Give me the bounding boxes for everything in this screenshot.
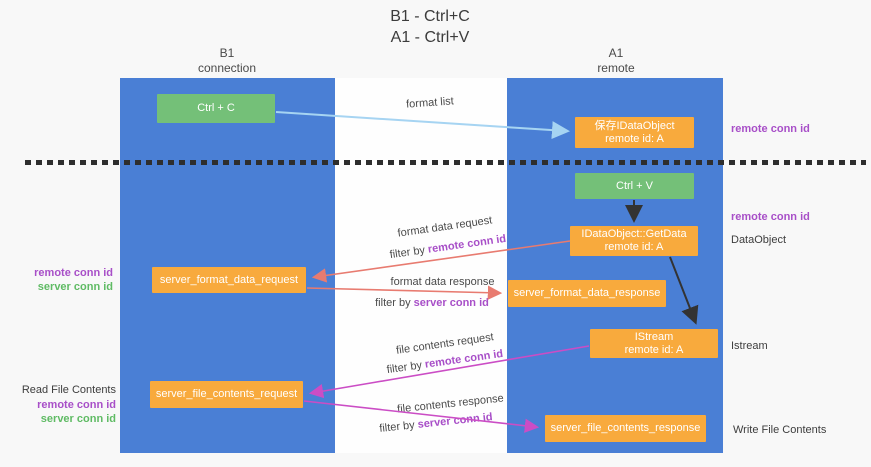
label-server-conn-id-read: server conn id <box>40 413 116 425</box>
label-remote-conn-id-left: remote conn id <box>34 267 113 279</box>
node-istream-line2: remote id: A <box>624 343 684 356</box>
node-istream-line1: IStream <box>634 330 674 343</box>
node-getdata-line2: remote id: A <box>604 241 664 253</box>
node-save-line2: remote id: A <box>605 132 664 145</box>
node-fileresp-label: server_file_contents_response <box>550 422 701 434</box>
column-b1-name: B1 <box>219 46 235 60</box>
label-remote-conn-id-top: remote conn id <box>731 123 810 135</box>
label-server-conn-id-left: server conn id <box>37 281 113 293</box>
node-ctrl-v-label: Ctrl + V <box>616 179 653 192</box>
node-save-idataobject: 保存IDataObject remote id: A <box>575 117 694 148</box>
node-idataobject-getdata: IDataObject::GetData remote id: A <box>570 226 698 256</box>
column-a1-role: remote <box>597 61 635 75</box>
node-save-line1: 保存IDataObject <box>594 119 675 132</box>
column-a1-name: A1 <box>608 46 624 60</box>
node-ctrl-c-label: Ctrl + C <box>197 102 235 114</box>
node-fmtresp-label: server_format_data_response <box>513 287 661 299</box>
arrow-label-format-response-filter: filter by server conn id <box>372 297 492 310</box>
label-remote-conn-id-mid: remote conn id <box>731 211 810 223</box>
node-server-format-data-response: server_format_data_response <box>508 280 666 307</box>
title-line-1: B1 - Ctrl+C <box>390 8 470 25</box>
node-server-format-data-request: server_format_data_request <box>152 267 306 293</box>
phase-divider-dashed-line <box>25 160 866 165</box>
node-ctrl-c: Ctrl + C <box>157 94 275 123</box>
node-getdata-line1: IDataObject::GetData <box>581 228 687 240</box>
label-remote-conn-id-read: remote conn id <box>37 399 116 411</box>
node-ctrl-v: Ctrl + V <box>575 173 694 199</box>
label-istream: Istream <box>731 340 768 352</box>
node-server-file-contents-request: server_file_contents_request <box>150 381 303 408</box>
node-server-file-contents-response: server_file_contents_response <box>545 415 706 442</box>
node-istream: IStream remote id: A <box>590 329 718 358</box>
arrow-label-format-data-response: format data response <box>390 276 495 288</box>
filter-prefix: filter by <box>375 297 411 309</box>
label-dataobject: DataObject <box>731 234 787 246</box>
title-line-2: A1 - Ctrl+V <box>390 29 470 46</box>
node-fmtreq-label: server_format_data_request <box>159 273 299 286</box>
column-header-a1: A1 remote <box>546 46 686 76</box>
label-write-file-contents: Write File Contents <box>733 424 827 436</box>
filter-prefix: filter by <box>378 419 416 435</box>
diagram-title: B1 - Ctrl+C A1 - Ctrl+V <box>330 6 530 48</box>
filter-key-server-conn-id: server conn id <box>413 297 489 309</box>
column-header-b1: B1 connection <box>157 46 297 76</box>
node-filereq-label: server_file_contents_request <box>155 388 298 400</box>
label-read-file-contents: Read File Contents <box>21 384 116 396</box>
column-b1-role: connection <box>197 61 257 75</box>
